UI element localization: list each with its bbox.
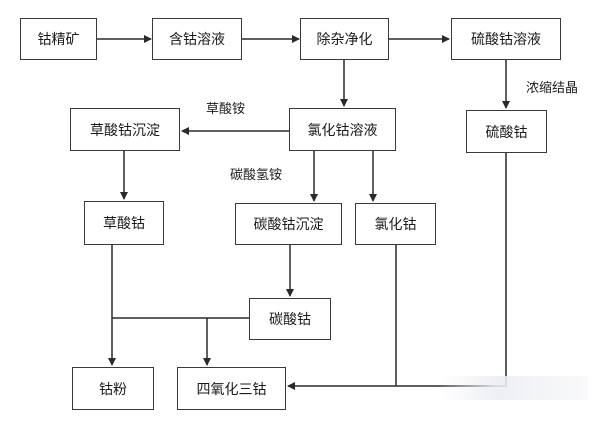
node-label: 钴粉 xyxy=(99,381,127,398)
node-cobalt-powder: 钴粉 xyxy=(72,367,154,410)
node-label: 草酸钴 xyxy=(103,216,145,232)
node-label: 四氧化三钴 xyxy=(196,381,267,398)
node-label: 氯化钴 xyxy=(374,217,417,233)
node-carbonate-precipitate: 碳酸钴沉淀 xyxy=(235,203,342,245)
node-cobalt-chloride: 氯化钴 xyxy=(355,203,436,245)
node-label: 含钴溶液 xyxy=(169,32,225,48)
line-sulfate-down xyxy=(396,153,507,387)
node-cobalt-sulfate: 硫酸钴 xyxy=(466,110,547,153)
node-purification: 除杂净化 xyxy=(300,18,389,60)
node-label: 硫酸钴溶液 xyxy=(471,32,541,48)
watermark-blur xyxy=(438,376,588,400)
node-chloride-solution: 氯化钴溶液 xyxy=(289,108,396,151)
node-label: 碳酸钴 xyxy=(269,312,311,328)
node-label: 硫酸钴 xyxy=(485,124,528,141)
node-cobalt-oxalate: 草酸钴 xyxy=(84,201,164,245)
label-concentrate-crystallize: 浓缩结晶 xyxy=(526,81,579,96)
node-label: 碳酸钴沉淀 xyxy=(253,217,324,233)
node-label: 除杂净化 xyxy=(316,32,373,48)
node-label: 氯化钴溶液 xyxy=(307,122,378,139)
node-cobalt-ore: 钴精矿 xyxy=(20,18,97,60)
node-tricobalt-tetroxide: 四氧化三钴 xyxy=(177,367,286,410)
node-label: 钴精矿 xyxy=(37,32,80,48)
node-cobalt-carbonate: 碳酸钴 xyxy=(249,298,331,340)
node-cobalt-solution: 含钴溶液 xyxy=(152,18,242,60)
node-label: 草酸钴沉淀 xyxy=(90,122,160,139)
label-ammonium-bicarbonate: 碳酸氢铵 xyxy=(230,168,283,183)
node-oxalate-precipitate: 草酸钴沉淀 xyxy=(70,108,180,151)
node-sulfate-solution: 硫酸钴溶液 xyxy=(451,18,561,60)
label-ammonium-oxalate: 草酸铵 xyxy=(206,102,246,117)
